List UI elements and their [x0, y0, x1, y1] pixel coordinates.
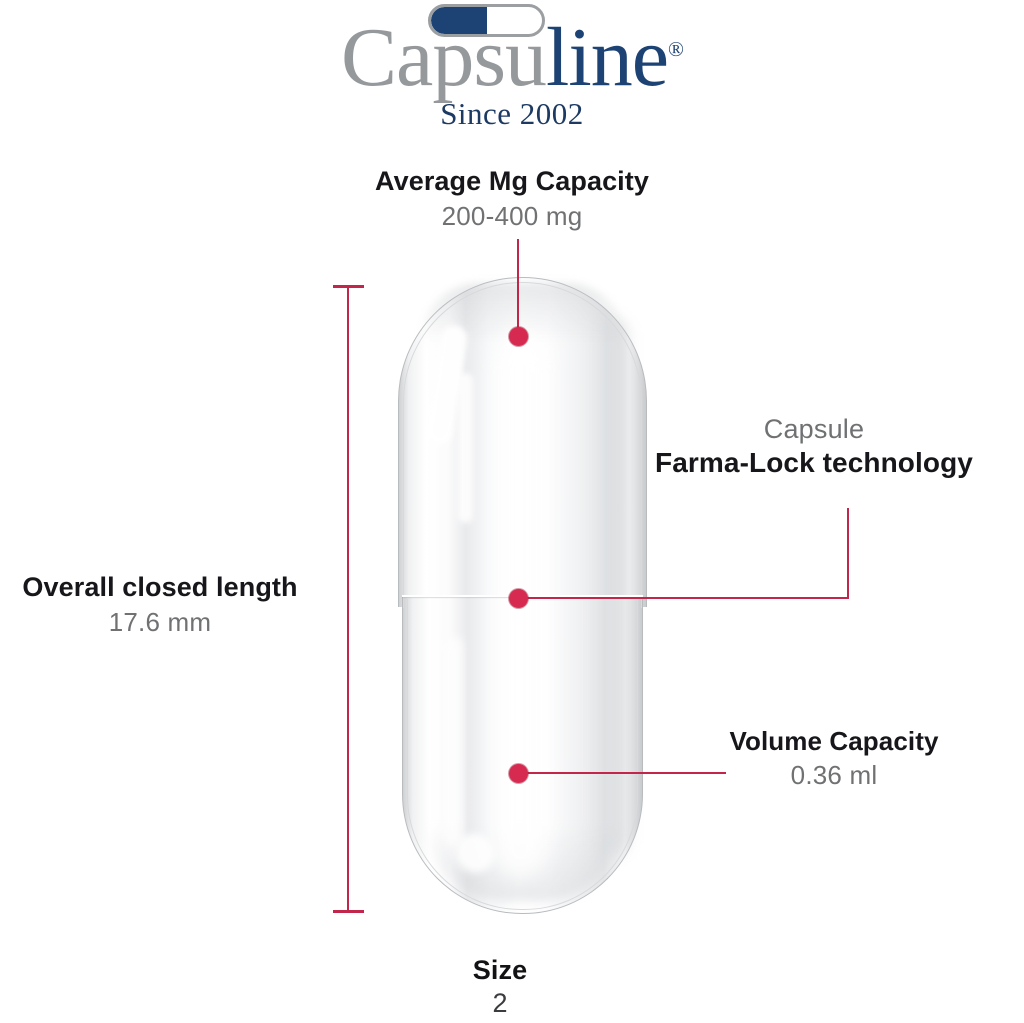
- capsule-icon-left-half: [431, 7, 487, 34]
- mg-capacity-marker-dot: [509, 327, 528, 346]
- logo-inner: Capsuline® Since 2002: [297, 4, 727, 138]
- closed-length-value: 17.6 mm: [108, 607, 212, 637]
- closed-length-title: Overall closed length: [22, 572, 298, 602]
- logo-wordmark-navy: line: [546, 11, 669, 104]
- capsule-icon: [428, 4, 545, 37]
- length-dimension-bracket-top-cap: [333, 285, 364, 288]
- farma-lock-title: Capsule: [763, 414, 865, 444]
- volume-capacity-value: 0.36 ml: [790, 760, 878, 790]
- volume-capacity-marker-dot: [509, 764, 528, 783]
- volume-capacity-title: Volume Capacity: [729, 726, 939, 756]
- mg-capacity-value: 200-400 mg: [441, 201, 583, 231]
- volume-capacity-label: Volume Capacity 0.36 ml: [644, 726, 1024, 791]
- farma-lock-marker-dot: [509, 589, 528, 608]
- farma-lock-leader-line-horizontal: [520, 597, 849, 599]
- logo-wordmark-gray: Capsu: [341, 11, 547, 104]
- logo-wordmark: Capsuline®: [297, 16, 727, 100]
- closed-length-label: Overall closed length 17.6 mm: [0, 572, 320, 638]
- farma-lock-leader-line-vertical: [847, 508, 849, 599]
- mg-capacity-leader-line: [517, 239, 519, 339]
- mg-capacity-label: Average Mg Capacity 200-400 mg: [0, 166, 1024, 232]
- capsule-size-value: 2: [492, 988, 508, 1018]
- brand-logo: Capsuline® Since 2002: [0, 0, 1024, 142]
- length-dimension-bracket-bottom-cap: [333, 910, 364, 913]
- registered-trademark-icon: ®: [668, 37, 684, 61]
- logo-tagline: Since 2002: [440, 96, 584, 131]
- mg-capacity-title: Average Mg Capacity: [375, 166, 649, 196]
- farma-lock-value: Farma-Lock technology: [655, 447, 973, 478]
- length-dimension-bracket-stem: [347, 285, 349, 913]
- capsule-size-label: Size 2: [330, 955, 670, 1019]
- volume-capacity-leader-line: [520, 772, 726, 774]
- capsule-body: [402, 595, 643, 914]
- farma-lock-label: Capsule Farma-Lock technology: [604, 414, 1024, 479]
- capsule-size-title: Size: [472, 955, 528, 985]
